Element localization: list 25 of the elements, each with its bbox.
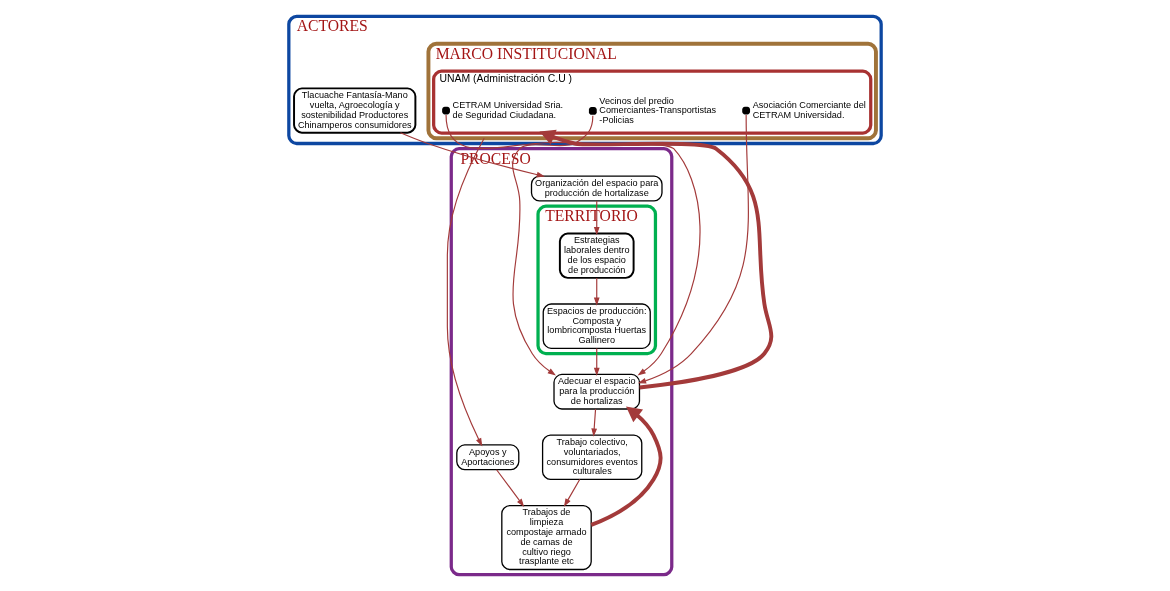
node-circle [742,106,751,115]
node-box: Espacios de producción: Composta y lombricomposta Huertas Gallinero [542,303,651,349]
node-circle [442,106,450,115]
arrow [496,469,525,507]
arrow [590,406,663,527]
arrow [539,129,774,390]
arrow [593,347,600,377]
arrow [445,114,701,376]
node-box: Estrategias laborales dentro de los espacio de producción [558,232,635,279]
node-circle [588,106,597,115]
arrow [512,115,594,376]
arrow [637,114,749,384]
node-box: Apoyos y Aportaciones [456,444,520,471]
node-label: Vecinos del predio Comerciantes-Transportistas -Policias [599,95,717,126]
node-box: Trabajo colectivo, voluntariados, consumidores eventos culturales [541,434,643,481]
arrow [563,478,581,507]
node-label: CETRAM Universidad Sria. de Seguridad Ciudadana. [452,100,564,120]
node-box: Organización del espacio para producción de hortalizase [530,175,663,202]
node-label: Asociación Comerciante del CETRAM Universidad. [752,100,866,120]
node-box: Adecuar el espacio para la producción de hortalizas [553,373,641,410]
arrow [446,137,485,447]
node-box: Tlacuache Fantasía-Mano vuelta, Agroecología y sostenibilidad Productores Chinamperos consumidores [293,87,417,134]
arrow [593,277,600,306]
arrow [591,408,598,437]
node-box: Trabajos de limpieza compostaje armado de camas de cultivo riego trasplante etc [501,504,592,571]
